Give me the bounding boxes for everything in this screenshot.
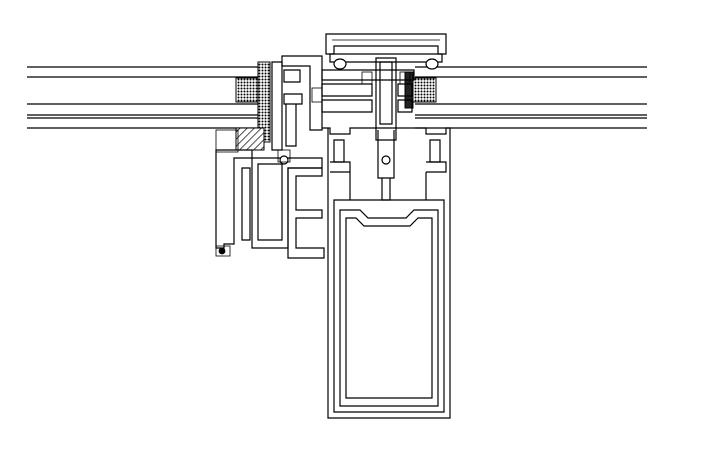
mullion-profile	[322, 127, 451, 419]
vent-sash-frame	[215, 55, 325, 259]
left-glass-panel	[27, 66, 262, 129]
right-gaskets	[404, 71, 437, 109]
cap-cover	[325, 33, 447, 70]
left-gaskets	[215, 61, 271, 153]
pressure-plate	[311, 57, 415, 129]
right-glass-panel	[415, 66, 647, 129]
